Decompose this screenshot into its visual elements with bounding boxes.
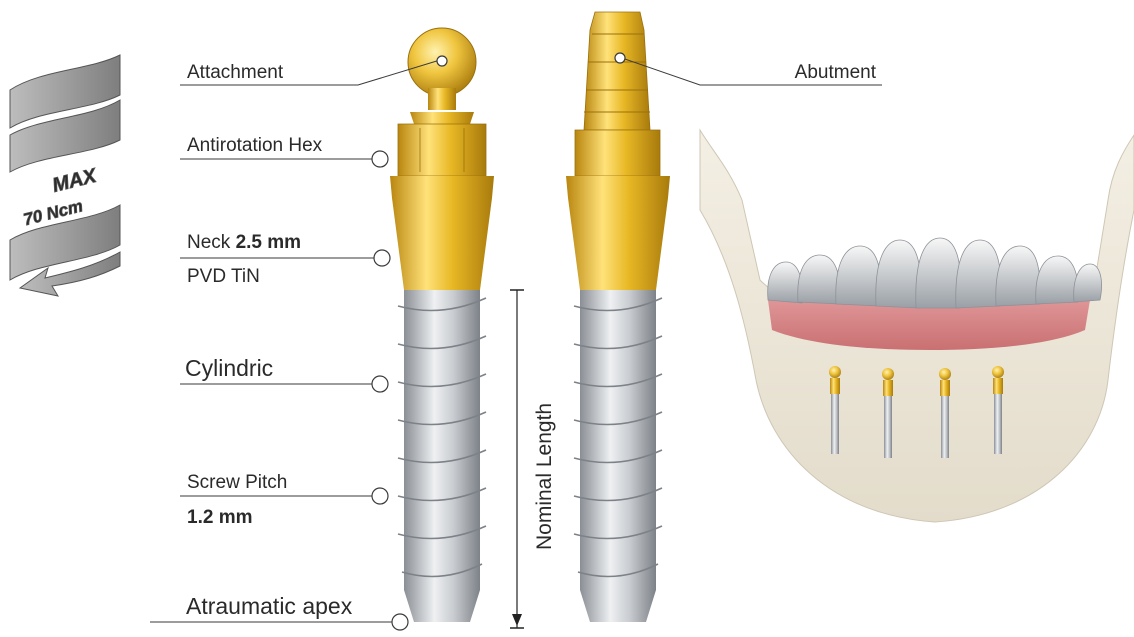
screw-pitch-label: Screw Pitch — [187, 472, 287, 493]
mandible-illustration — [700, 130, 1134, 522]
attachment-callout — [437, 56, 447, 66]
neck-label: Neck 2.5 mm — [187, 232, 301, 253]
neck-label-prefix: Neck — [187, 232, 236, 253]
apex-label: Atraumatic apex — [186, 593, 353, 619]
teeth-row — [768, 238, 1102, 308]
cylindric-callout — [372, 376, 388, 392]
nominal-length-label: Nominal Length — [533, 403, 556, 550]
screw-pitch-callout — [372, 488, 388, 504]
abutment-implant — [566, 12, 670, 622]
apex-callout — [392, 614, 408, 630]
neck-collar — [390, 176, 494, 290]
attachment-label: Attachment — [187, 62, 284, 83]
abutment-label: Abutment — [795, 62, 877, 83]
abutment-callout — [615, 53, 625, 63]
antirotation-hex-label: Antirotation Hex — [187, 135, 323, 156]
cylindric-label: Cylindric — [185, 355, 273, 381]
coating-label: PVD TiN — [187, 266, 260, 287]
screw-pitch-value: 1.2 mm — [187, 507, 252, 528]
nominal-length-dimension — [510, 290, 524, 628]
hex-section — [398, 124, 486, 176]
ball-attachment-implant — [390, 28, 494, 622]
neck-label-value: 2.5 mm — [236, 232, 301, 253]
hex-callout — [372, 151, 388, 167]
torque-max-text: MAX — [50, 165, 100, 197]
neck-callout — [374, 250, 390, 266]
